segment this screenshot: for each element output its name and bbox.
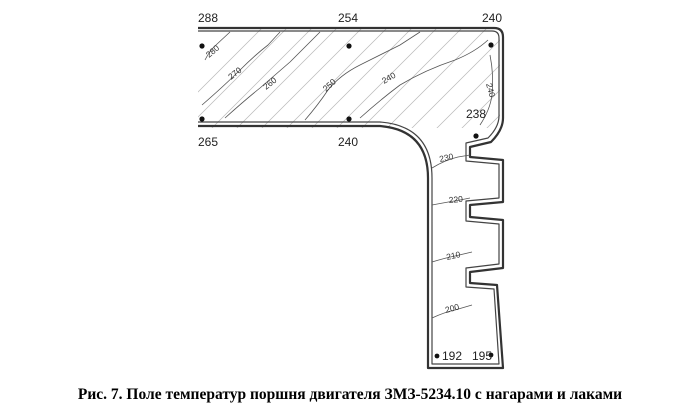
point-label-288: 288 — [198, 11, 218, 25]
isotherm-label-200: 200 — [444, 302, 461, 315]
point-label-254: 254 — [338, 11, 358, 25]
point-label-195: 195 — [472, 349, 492, 363]
point-dot-195 — [488, 352, 494, 358]
isotherm-label-230: 230 — [438, 151, 454, 164]
point-label-240-top: 240 — [482, 11, 502, 25]
point-label-240-mid: 240 — [338, 135, 358, 149]
point-dot-238 — [473, 133, 479, 139]
piston-temperature-diagram: 280 270 260 250 240 240 230 220 210 200 … — [198, 11, 505, 370]
point-dot-192 — [434, 353, 440, 359]
point-labels: 288 254 240 265 240 238 192 195 — [198, 11, 502, 363]
point-dot-265 — [199, 116, 205, 122]
point-label-265: 265 — [198, 135, 218, 149]
figure-caption: Рис. 7. Поле температур поршня двигателя… — [77, 386, 623, 403]
point-dot-288 — [199, 43, 205, 49]
isotherm-label-210: 210 — [445, 249, 461, 262]
point-dot-240-top — [488, 42, 494, 48]
isotherm-label-220: 220 — [448, 194, 463, 205]
isotherm-lines — [201, 31, 494, 319]
isotherm-label-240b: 240 — [484, 82, 497, 99]
crown-hatching — [198, 28, 500, 128]
measurement-points — [199, 42, 494, 359]
point-label-192: 192 — [442, 349, 462, 363]
piston-outline-inner — [198, 30, 500, 365]
point-label-238: 238 — [466, 107, 486, 121]
point-dot-240-mid — [346, 116, 352, 122]
point-dot-254 — [346, 43, 352, 49]
piston-outline-outer — [198, 26, 505, 370]
